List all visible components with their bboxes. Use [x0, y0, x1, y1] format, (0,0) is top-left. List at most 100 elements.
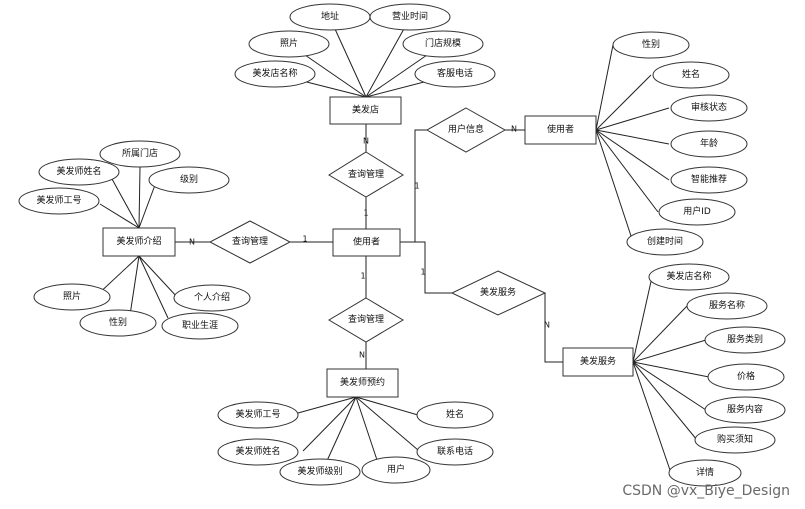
- svg-text:美发服务: 美发服务: [580, 355, 616, 367]
- entity-shop: 美发店: [329, 96, 402, 125]
- user-attr-gender: 性别: [612, 31, 690, 59]
- svg-text:照片: 照片: [63, 290, 81, 302]
- svg-text:用户ID: 用户ID: [683, 205, 711, 217]
- service-attr-shop-name: 美发店名称: [648, 263, 730, 291]
- shop-attr-address: 地址: [289, 3, 371, 31]
- svg-text:详情: 详情: [696, 466, 714, 478]
- cardinality-shop-side: N: [363, 137, 369, 146]
- svg-text:服务内容: 服务内容: [727, 403, 763, 415]
- cardinality-user-info-side: 1: [414, 182, 419, 191]
- cardinality-user-service-side: 1: [420, 268, 425, 277]
- svg-text:使用者: 使用者: [547, 123, 574, 135]
- svg-text:价格: 价格: [737, 370, 755, 382]
- relationship-user-info: 用户信息: [425, 107, 507, 153]
- svg-text:智能推荐: 智能推荐: [691, 173, 727, 185]
- booking-attr-phone: 联系电话: [416, 438, 494, 466]
- cardinality-intro-side: N: [189, 238, 195, 247]
- relationship-shop-manage: 查询管理: [328, 151, 404, 198]
- svg-text:查询管理: 查询管理: [232, 235, 268, 247]
- svg-text:美发服务: 美发服务: [480, 286, 516, 298]
- svg-text:年龄: 年龄: [700, 137, 718, 149]
- service-attr-purchase-notes: 购买须知: [694, 426, 776, 454]
- svg-text:美发师姓名: 美发师姓名: [235, 445, 280, 457]
- service-attr-content: 服务内容: [704, 396, 786, 424]
- intro-attr-stylist-id: 美发师工号: [18, 187, 100, 215]
- intro-attr-photo: 照片: [33, 283, 111, 311]
- cardinality-user-right-side: N: [511, 125, 517, 134]
- watermark: CSDN @vx_Biye_Design: [622, 483, 790, 499]
- intro-attr-shop: 所属门店: [99, 140, 181, 168]
- svg-text:美发师工号: 美发师工号: [235, 408, 280, 420]
- entity-stylist-booking: 美发师预约: [326, 368, 399, 398]
- svg-text:美发师工号: 美发师工号: [36, 194, 81, 206]
- user-attr-name: 姓名: [652, 61, 730, 89]
- cardinality-user-shop-side: 1: [363, 209, 368, 218]
- relationship-intro-manage: 查询管理: [208, 220, 292, 264]
- svg-text:用户: 用户: [387, 463, 405, 475]
- intro-attr-level: 级别: [148, 166, 230, 194]
- svg-text:美发师级别: 美发师级别: [297, 465, 342, 477]
- svg-text:美发店: 美发店: [352, 104, 379, 116]
- cardinality-user-intro-side: 1: [302, 235, 307, 244]
- booking-attr-stylist-id: 美发师工号: [217, 401, 299, 429]
- svg-text:性别: 性别: [642, 38, 660, 50]
- booking-attr-name: 姓名: [416, 401, 494, 429]
- svg-text:联系电话: 联系电话: [437, 445, 473, 457]
- user-attr-smart-recommend: 智能推荐: [670, 166, 748, 194]
- user-attr-review-status: 审核状态: [670, 94, 748, 122]
- svg-text:姓名: 姓名: [682, 68, 700, 80]
- intro-attr-stylist-name: 美发师姓名: [38, 158, 120, 186]
- entity-stylist-intro: 美发师介绍: [102, 227, 176, 257]
- svg-text:用户信息: 用户信息: [448, 123, 484, 135]
- entity-hair-service: 美发服务: [562, 347, 634, 377]
- connector-lines: [94, 17, 710, 474]
- svg-text:所属门店: 所属门店: [122, 147, 158, 159]
- service-attr-category: 服务类别: [704, 326, 786, 354]
- svg-text:购买须知: 购买须知: [717, 433, 753, 445]
- svg-text:查询管理: 查询管理: [348, 168, 384, 180]
- svg-text:服务名称: 服务名称: [709, 299, 745, 311]
- relationship-booking-manage: 查询管理: [328, 297, 404, 343]
- entity-user-main: 使用者: [332, 228, 401, 257]
- svg-text:查询管理: 查询管理: [348, 313, 384, 325]
- shop-attr-service-phone: 客服电话: [414, 60, 496, 88]
- shop-attr-photo: 照片: [248, 30, 330, 58]
- svg-text:地址: 地址: [321, 10, 339, 22]
- shop-attr-name: 美发店名称: [234, 60, 316, 88]
- service-attr-price: 价格: [707, 363, 785, 391]
- svg-text:美发师姓名: 美发师姓名: [56, 165, 101, 177]
- user-attr-created-time: 创建时间: [626, 228, 704, 256]
- svg-text:客服电话: 客服电话: [437, 67, 473, 79]
- shop-attr-hours: 营业时间: [369, 3, 451, 31]
- intro-attr-bio: 个人介绍: [173, 284, 251, 312]
- svg-text:美发店名称: 美发店名称: [252, 67, 297, 79]
- intro-attr-career: 职业生涯: [161, 312, 239, 340]
- shop-attr-scale: 门店规模: [402, 30, 484, 58]
- svg-text:美发店名称: 美发店名称: [666, 270, 711, 282]
- svg-text:姓名: 姓名: [446, 408, 464, 420]
- booking-attr-stylist-name: 美发师姓名: [217, 438, 299, 466]
- user-attr-user-id: 用户ID: [658, 198, 736, 226]
- svg-text:美发师预约: 美发师预约: [340, 376, 385, 388]
- svg-text:级别: 级别: [180, 173, 198, 185]
- cardinality-booking-side: N: [359, 351, 365, 360]
- service-attr-details: 详情: [668, 459, 742, 487]
- user-attr-age: 年龄: [670, 130, 748, 158]
- svg-text:营业时间: 营业时间: [392, 10, 428, 22]
- svg-text:美发师介绍: 美发师介绍: [116, 235, 161, 247]
- cardinality-service-side: N: [544, 321, 550, 330]
- svg-text:照片: 照片: [280, 37, 298, 49]
- cardinality-user-booking-side: 1: [360, 272, 365, 281]
- svg-text:职业生涯: 职业生涯: [182, 319, 218, 331]
- svg-text:审核状态: 审核状态: [691, 101, 727, 113]
- svg-text:使用者: 使用者: [353, 236, 380, 248]
- svg-text:创建时间: 创建时间: [647, 235, 683, 247]
- svg-text:性别: 性别: [109, 316, 127, 328]
- entity-user-right: 使用者: [524, 115, 597, 145]
- svg-text:服务类别: 服务类别: [727, 333, 763, 345]
- relationship-hair-service: 美发服务: [450, 270, 547, 316]
- intro-attr-gender: 性别: [79, 309, 157, 337]
- svg-text:门店规模: 门店规模: [425, 37, 461, 49]
- booking-attr-user: 用户: [361, 456, 431, 484]
